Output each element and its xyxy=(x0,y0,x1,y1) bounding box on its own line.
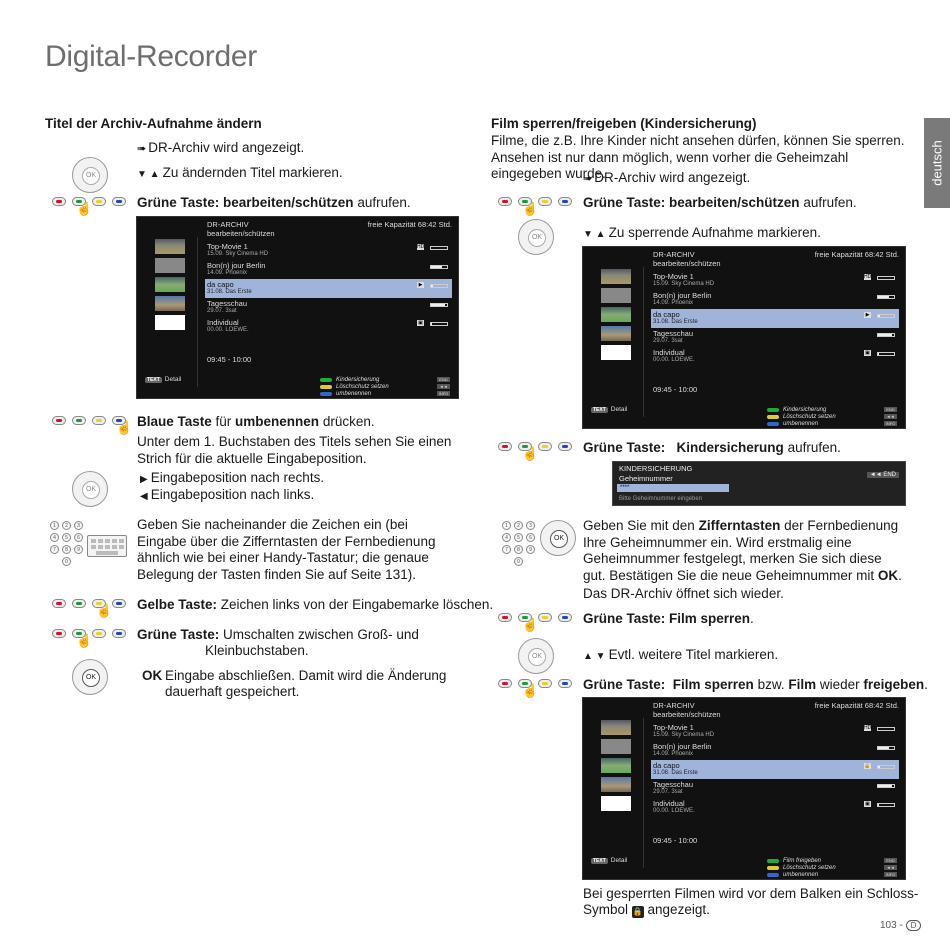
right-step-lock: Grüne Taste: Film sperren. xyxy=(583,611,754,626)
progress-bar xyxy=(877,352,895,356)
right-step-reopen: Das DR-Archiv öffnet sich wieder. xyxy=(583,586,784,601)
hand-pointer-icon: ☝ xyxy=(116,420,133,435)
ok-button-icon: OK xyxy=(72,659,108,695)
left-step-left: ◀Eingabeposition nach links. xyxy=(140,487,315,502)
pin-dialog: KINDERSICHERUNG Geheimnummer ◄◄ END ****… xyxy=(612,461,906,506)
right-step-mark: ▼ ▲Zu sperrende Aufnahme markieren. xyxy=(583,225,821,240)
right-step-more: ▲ ▼Evtl. weitere Titel markieren. xyxy=(583,647,779,662)
color-keys-green-icon: ☝ xyxy=(498,613,578,632)
right-intro: Filme, die z.B. Ihre Kinder nicht ansehe… xyxy=(491,133,905,181)
color-keys-blue-icon: ☝ xyxy=(52,416,132,435)
hand-pointer-icon: ☝ xyxy=(76,201,93,216)
color-keys-green-icon: ☝ xyxy=(52,197,132,216)
pin-input[interactable]: **** xyxy=(617,484,729,492)
left-step-ok-line2: dauerhaft gespeichert. xyxy=(165,684,300,699)
page-title: Digital-Recorder xyxy=(45,40,257,73)
hand-pointer-icon: ☝ xyxy=(96,603,113,618)
ok-nav-wheel-icon: OK xyxy=(518,219,554,255)
left-step-case-line2: Kleinbuchstaben. xyxy=(205,643,309,658)
left-heading: Titel der Archiv-Aufnahme ändern xyxy=(45,116,262,131)
ok-label: OK xyxy=(142,668,163,683)
right-step-release: Grüne Taste: Film sperren bzw. Film wied… xyxy=(583,677,928,692)
color-keys-green-icon: ☝ xyxy=(52,629,132,648)
left-step-green: Grüne Taste: bearbeiten/schützen aufrufe… xyxy=(137,195,411,210)
keyboard-icon xyxy=(87,535,127,557)
lock-icon: 🔒 xyxy=(864,763,871,769)
progress-bar xyxy=(877,314,895,318)
hand-pointer-icon: ☝ xyxy=(76,633,93,648)
color-keys-yellow-icon: ☝ xyxy=(52,599,132,618)
right-footer-line2: Symbol 🔒 angezeigt. xyxy=(583,902,710,918)
right-step-childlock: Grüne Taste: Kindersicherung aufrufen. xyxy=(583,440,841,455)
progress-bar xyxy=(877,784,895,788)
hand-pointer-icon: ☝ xyxy=(522,617,539,632)
progress-bar xyxy=(877,765,895,769)
progress-bar xyxy=(430,246,448,250)
side-tab-language: deutsch xyxy=(924,118,950,208)
left-step-archive: ➠DR-Archiv wird angezeigt. xyxy=(137,140,305,155)
left-step-mark: ▼ ▲Zu ändernden Titel markieren. xyxy=(137,165,343,180)
right-step-archive: ➠DR-Archiv wird angezeigt. xyxy=(583,170,751,185)
right-step-pin: Geben Sie mit den Zifferntasten der Fern… xyxy=(583,518,902,583)
progress-bar xyxy=(430,322,448,326)
progress-bar xyxy=(877,727,895,731)
left-step-ok-line1: Eingabe abschließen. Damit wird die Ände… xyxy=(165,668,447,683)
right-footer-line1: Bei gesperrten Filmen wird vor dem Balke… xyxy=(583,886,919,901)
color-keys-green-icon: ☝ xyxy=(498,679,578,698)
progress-bar xyxy=(877,746,895,750)
right-heading: Film sperren/freigeben (Kindersicherung) xyxy=(491,116,757,131)
ok-nav-wheel-icon: OK xyxy=(518,638,554,674)
left-step-cursor: Unter dem 1. Buchstaben des Titels sehen… xyxy=(137,434,452,466)
color-keys-green-icon: ☝ xyxy=(498,442,578,461)
left-step-case: Grüne Taste: Umschalten zwischen Groß- u… xyxy=(137,627,419,642)
progress-bar xyxy=(877,295,895,299)
left-step-input: Geben Sie nacheinander die Zeichen ein (… xyxy=(137,517,436,582)
ok-button-icon: OK xyxy=(540,520,576,556)
ok-nav-wheel-icon: OK xyxy=(72,471,108,507)
left-step-yellow: Gelbe Taste: Zeichen links von der Einga… xyxy=(137,597,494,612)
progress-bar xyxy=(430,284,448,288)
left-step-blue: Blaue Taste für umbenennen drücken. xyxy=(137,414,375,429)
ok-nav-wheel-icon: OK xyxy=(72,157,108,193)
hand-pointer-icon: ☝ xyxy=(522,201,539,216)
lock-icon: 🔒 xyxy=(631,906,644,918)
hand-pointer-icon: ☝ xyxy=(522,446,539,461)
color-keys-green-icon: ☝ xyxy=(498,197,578,216)
progress-bar xyxy=(430,303,448,307)
hand-pointer-icon: ☝ xyxy=(522,683,539,698)
progress-bar xyxy=(877,803,895,807)
right-step-green: Grüne Taste: bearbeiten/schützen aufrufe… xyxy=(583,195,857,210)
left-step-right: ▶Eingabeposition nach rechts. xyxy=(140,470,325,485)
progress-bar xyxy=(877,333,895,337)
progress-bar xyxy=(877,276,895,280)
page-number: 103 - D xyxy=(880,920,922,931)
progress-bar xyxy=(430,265,448,269)
